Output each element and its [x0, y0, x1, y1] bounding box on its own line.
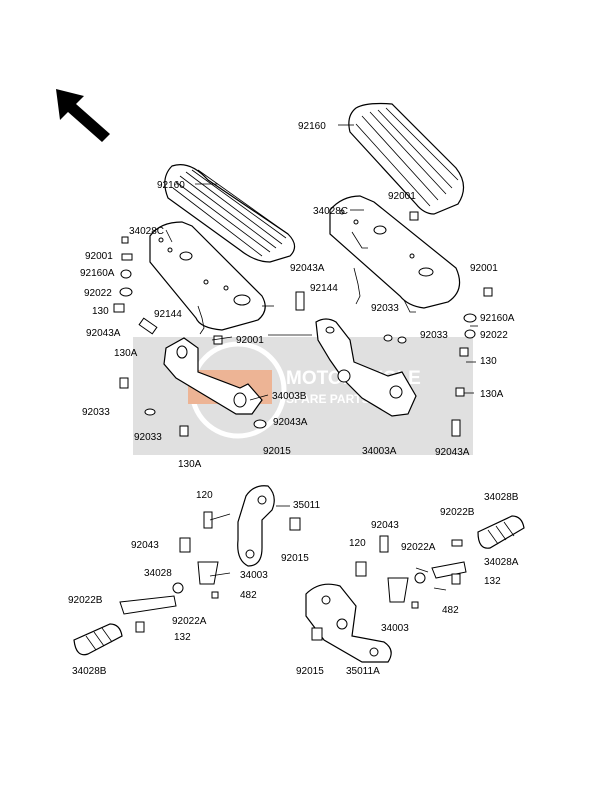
- label-92043-right: 92043: [371, 520, 399, 531]
- right-floorboard-plate: [329, 195, 461, 313]
- label-92001-d: 92001: [236, 335, 264, 346]
- label-92015-right: 92015: [296, 666, 324, 677]
- label-92043-left: 92043: [131, 540, 159, 551]
- label-130-right: 130: [480, 356, 497, 367]
- label-120-right: 120: [349, 538, 366, 549]
- label-92043a-d: 92043A: [435, 447, 470, 458]
- label-92144-right: 92144: [310, 283, 338, 294]
- part-labels: 92160 92160 34028C 34028C 92001 92001 92…: [68, 121, 519, 677]
- label-34028: 34028: [144, 568, 172, 579]
- label-34003b: 34003B: [272, 391, 307, 402]
- label-34003a: 34003A: [362, 446, 397, 457]
- left-floorboard-pad: [164, 164, 296, 263]
- label-92001-a: 92001: [85, 251, 113, 262]
- right-hardware: [295, 211, 493, 437]
- label-34028b-right: 34028B: [484, 492, 519, 503]
- label-34028c-left: 34028C: [129, 226, 164, 237]
- label-130-left: 130: [92, 306, 109, 317]
- label-92022a-left: 92022A: [172, 616, 207, 627]
- label-34003-left: 34003: [240, 570, 268, 581]
- label-92015-upper: 92015: [263, 446, 291, 457]
- label-34028a: 34028A: [484, 557, 519, 568]
- label-92022-left: 92022: [84, 288, 112, 299]
- label-92001-c: 92001: [470, 263, 498, 274]
- label-92043a-a: 92043A: [86, 328, 121, 339]
- label-92160a-right: 92160A: [480, 313, 515, 324]
- label-92022a-right: 92022A: [401, 542, 436, 553]
- label-92033-a: 92033: [82, 407, 110, 418]
- front-arrow-icon: [56, 89, 110, 142]
- label-92043a-b: 92043A: [290, 263, 325, 274]
- label-120-left: 120: [196, 490, 213, 501]
- label-35011a: 35011A: [346, 666, 380, 677]
- label-92033-c: 92033: [371, 303, 399, 314]
- label-92015-left: 92015: [281, 553, 309, 564]
- left-bracket: [163, 337, 263, 415]
- label-34003-right: 34003: [381, 623, 409, 634]
- left-hardware: [113, 236, 267, 437]
- right-footpeg-assembly: [305, 515, 525, 663]
- left-footpeg-assembly: [73, 485, 301, 656]
- label-92001-b: 92001: [388, 191, 416, 202]
- label-92022b-right: 92022B: [440, 507, 475, 518]
- label-34028c-right: 34028C: [313, 206, 348, 217]
- label-92043a-c: 92043A: [273, 417, 308, 428]
- label-92033-b: 92033: [134, 432, 162, 443]
- label-132-right: 132: [484, 576, 501, 587]
- label-130a-b: 130A: [480, 389, 504, 400]
- label-92144-left: 92144: [154, 309, 182, 320]
- label-34028b-left: 34028B: [72, 666, 107, 677]
- label-482-left: 482: [240, 590, 257, 601]
- label-35011: 35011: [293, 500, 321, 511]
- label-130a-c: 130A: [178, 459, 202, 470]
- label-92160-right: 92160: [298, 121, 326, 132]
- left-floorboard-plate: [149, 221, 266, 331]
- label-132-left: 132: [174, 632, 191, 643]
- label-92022b-left: 92022B: [68, 595, 103, 606]
- label-92022-right: 92022: [480, 330, 508, 341]
- label-482-right: 482: [442, 605, 459, 616]
- label-130a-a: 130A: [114, 348, 138, 359]
- label-92160-left: 92160: [157, 180, 185, 191]
- watermark-brand-line2: SPARE PARTS: [286, 392, 370, 406]
- label-92160a-left: 92160A: [80, 268, 115, 279]
- label-92033-d: 92033: [420, 330, 448, 341]
- leader-lines: [165, 124, 478, 591]
- right-bracket: [315, 318, 417, 417]
